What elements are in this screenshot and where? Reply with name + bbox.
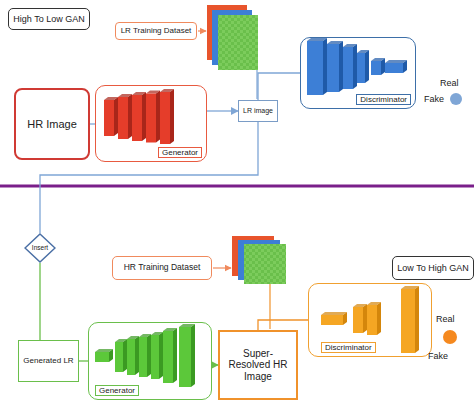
image-box: Generated LR <box>18 340 79 382</box>
layer-slab <box>353 304 367 333</box>
node-text: HR Image <box>27 118 77 131</box>
node-text: HR Training Dataset <box>124 263 201 273</box>
layer-slab <box>132 92 146 141</box>
layer-slab <box>321 312 347 325</box>
divider <box>0 185 474 188</box>
output-circle <box>443 330 457 344</box>
node-text: Super-Resolved HR Image <box>224 348 292 383</box>
layer-slab <box>357 50 369 83</box>
output-label: Real <box>436 314 455 324</box>
node-text: Generated LR <box>23 356 73 365</box>
layer-slab <box>115 339 127 372</box>
image-box: LR image <box>238 100 278 122</box>
connector <box>258 320 308 330</box>
connector <box>258 73 300 100</box>
discriminator-box: Discriminator <box>308 283 432 357</box>
component-label: Generator <box>158 147 202 158</box>
output-circle <box>450 93 462 105</box>
dataset-box: HR Training Dataset <box>112 256 212 280</box>
output-label: Fake <box>424 94 444 104</box>
node-text: LR Training Dataset <box>121 26 192 35</box>
layer-slab <box>118 94 132 139</box>
layer-slab <box>160 89 174 144</box>
node-text: LR image <box>243 107 273 115</box>
layer-slab <box>371 58 385 75</box>
layer-slab <box>104 97 118 136</box>
node-text: Insert <box>32 244 48 251</box>
layer-slab <box>163 328 177 383</box>
layer-slab <box>95 349 113 362</box>
layer-slab <box>401 286 419 353</box>
node-text: Low To High GAN <box>397 263 468 273</box>
generator-box: Generator <box>88 322 212 400</box>
connector <box>39 263 40 340</box>
dataset-arrow <box>198 30 206 31</box>
image-box: HR Image <box>14 88 90 160</box>
output-label: Fake <box>428 351 448 361</box>
layer-slab <box>343 44 357 89</box>
layer-slab <box>127 336 139 375</box>
layer-slab <box>179 324 195 387</box>
component-label: Discriminator <box>321 342 376 353</box>
layer-slab <box>367 302 381 335</box>
dataset-arrow <box>213 267 231 268</box>
connector <box>79 360 88 361</box>
component-label: Discriminator <box>356 94 411 105</box>
layer-slab <box>307 38 327 95</box>
node-text: High To Low GAN <box>13 14 84 24</box>
generator-box: Generator <box>95 85 207 162</box>
dataset-stack <box>232 236 286 284</box>
layer-slab <box>327 41 343 92</box>
dataset-line <box>269 284 270 329</box>
dataset-stack <box>207 5 258 70</box>
discriminator-box: Discriminator <box>300 37 416 109</box>
layer-slab <box>151 332 163 379</box>
layer-slab <box>385 60 407 73</box>
decision-diamond: Insert <box>24 233 56 263</box>
component-label: Generator <box>95 385 139 396</box>
title-box: High To Low GAN <box>8 8 90 30</box>
connector <box>207 110 238 111</box>
layer-slab <box>139 334 151 377</box>
output-label: Real <box>440 78 459 88</box>
layer-slab <box>146 91 160 143</box>
image-box: Super-Resolved HR Image <box>218 330 298 400</box>
title-box: Low To High GAN <box>392 256 474 280</box>
dataset-box: LR Training Dataset <box>115 22 197 40</box>
